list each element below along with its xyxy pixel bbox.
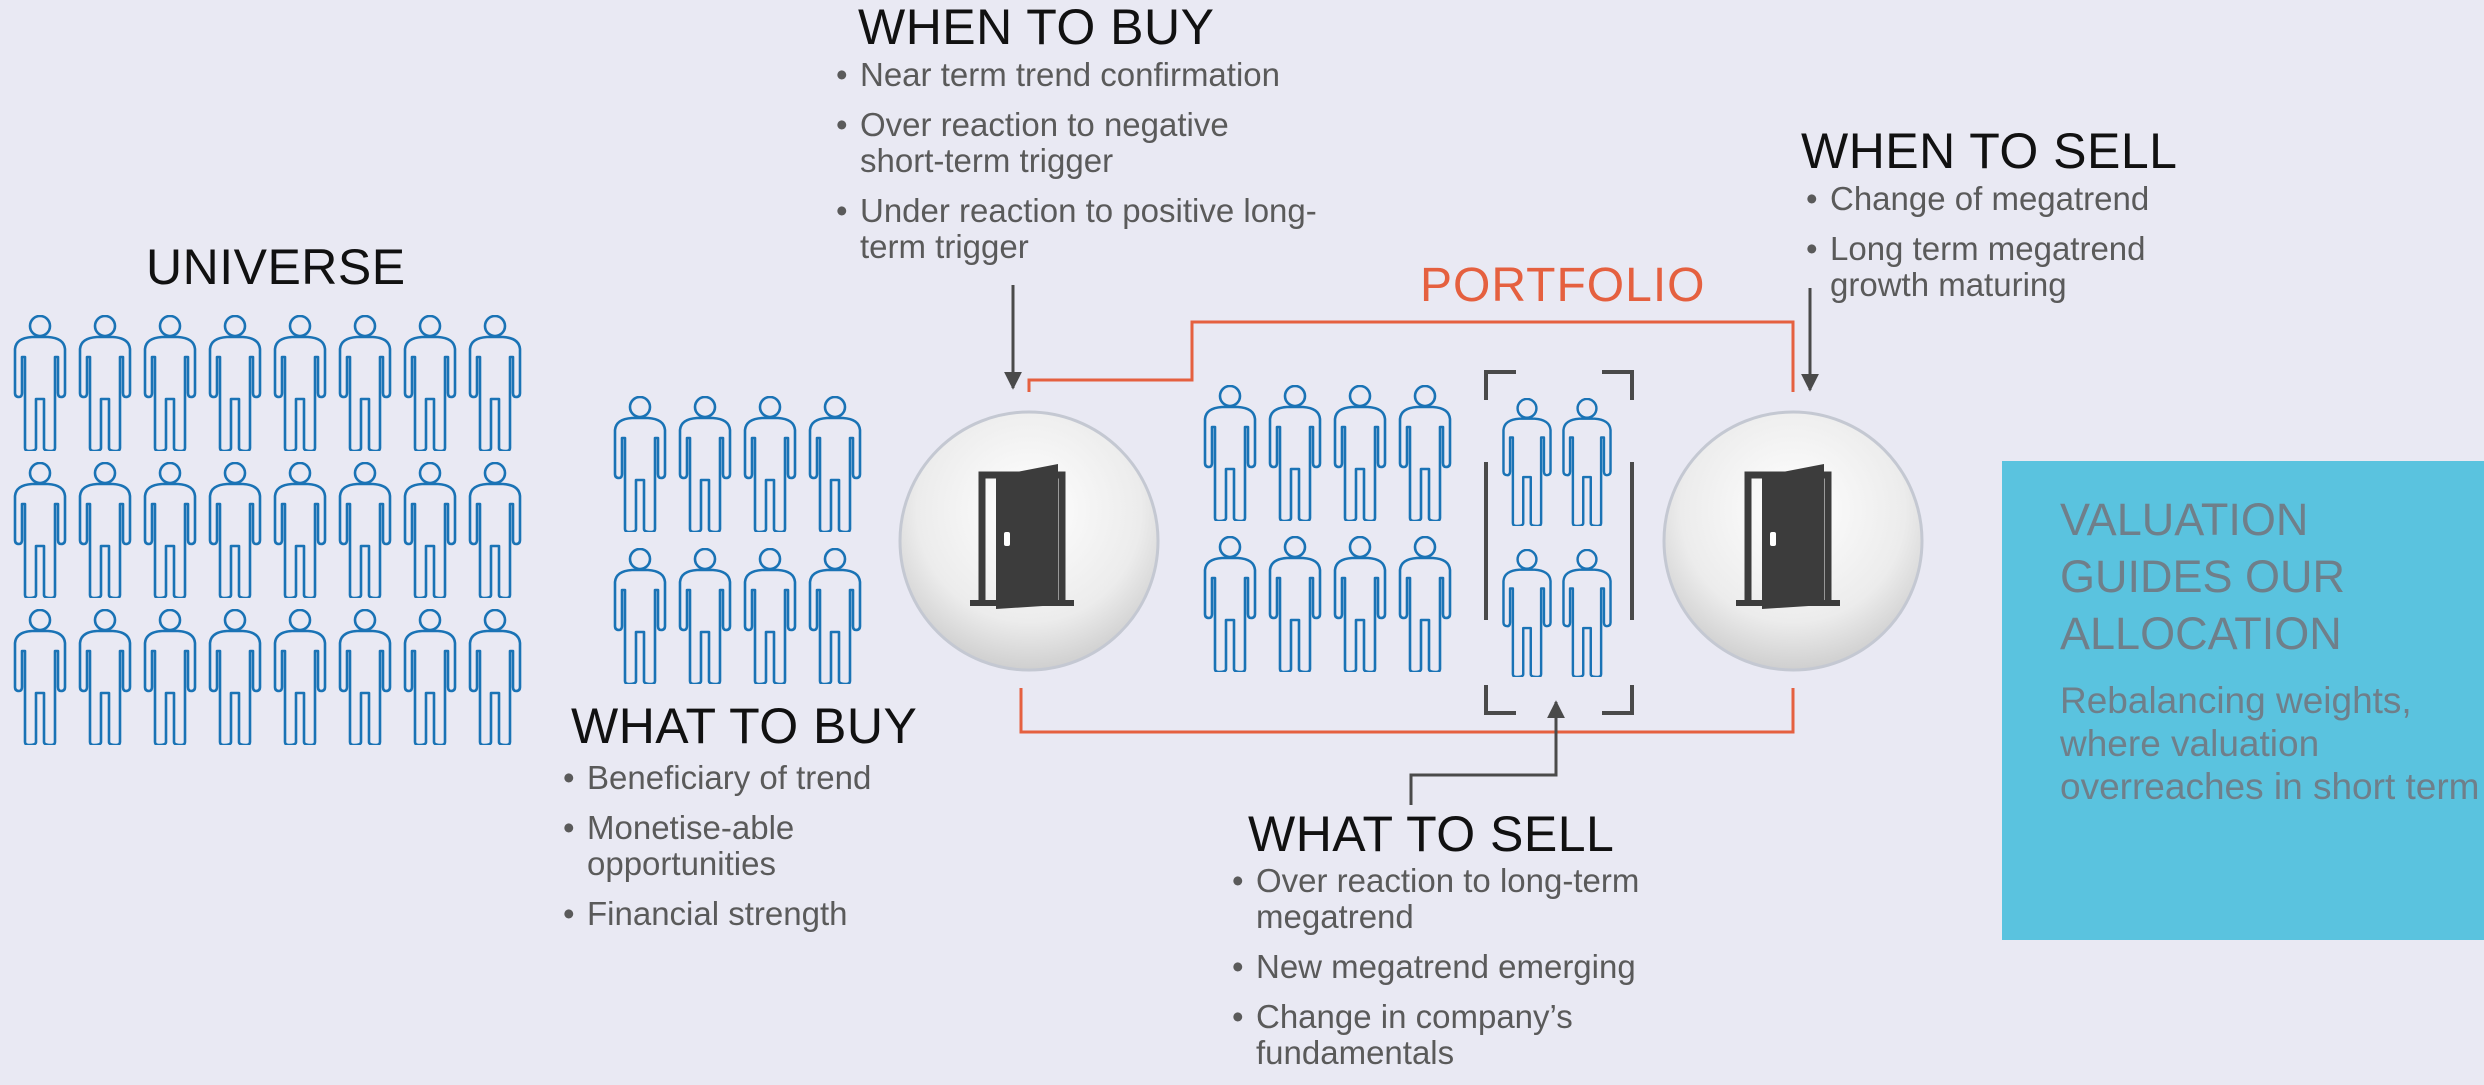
valuation-text: Rebalancing weights, where valuation ove… <box>2060 680 2480 807</box>
portfolio-title: PORTFOLIO <box>1420 259 1706 312</box>
universe-crowd <box>13 315 522 745</box>
sell-candidates-bracket <box>1484 370 1634 715</box>
door-icon <box>970 464 1074 609</box>
what-to-sell-item: Change in company’s fundamentals <box>1232 999 1636 1071</box>
what-to-buy-item: Beneficiary of trend <box>563 760 983 797</box>
portfolio-connector <box>1019 320 1795 734</box>
person-icon <box>403 462 457 598</box>
person-icon <box>468 315 522 451</box>
what-to-sell-item: New megatrend emerging <box>1232 949 1712 986</box>
person-icon <box>1333 385 1387 521</box>
person-icon <box>338 609 392 745</box>
person-icon <box>743 548 797 684</box>
sell-arrow <box>1409 700 1565 805</box>
person-icon <box>13 315 67 451</box>
person-icon <box>403 609 457 745</box>
when-to-buy-list: Near term trend confirmation Over reacti… <box>836 57 1356 279</box>
valuation-callout: VALUATION GUIDES OUR ALLOCATION Rebalanc… <box>2002 461 2484 940</box>
person-icon <box>808 548 862 684</box>
what-to-sell-item: Over reaction to long-term megatrend <box>1232 863 1696 935</box>
when-to-buy-item: Under reaction to positive long-term tri… <box>836 193 1360 265</box>
person-icon <box>1333 536 1387 672</box>
person-icon <box>808 396 862 532</box>
person-icon <box>743 396 797 532</box>
when-to-buy-item: Near term trend confirmation <box>836 57 1356 94</box>
person-icon <box>208 462 262 598</box>
what-to-buy-item: Monetise-able opportunities <box>563 810 847 882</box>
person-icon <box>678 396 732 532</box>
person-icon <box>13 609 67 745</box>
person-icon <box>78 609 132 745</box>
what-to-buy-list: Beneficiary of trend Monetise-able oppor… <box>563 760 983 946</box>
entry-door <box>898 410 1160 672</box>
when-to-buy-item: Over reaction to negative short-term tri… <box>836 107 1300 179</box>
when-to-sell-item: Change of megatrend <box>1806 181 2206 218</box>
person-icon <box>143 462 197 598</box>
valuation-title: VALUATION GUIDES OUR ALLOCATION <box>2060 494 2346 659</box>
what-to-buy-title: WHAT TO BUY <box>571 698 918 754</box>
person-icon <box>468 462 522 598</box>
what-to-sell-list: Over reaction to long-term megatrend New… <box>1232 863 1712 1085</box>
person-icon <box>1562 398 1612 526</box>
person-icon <box>78 462 132 598</box>
person-icon <box>1203 536 1257 672</box>
person-icon <box>1398 536 1452 672</box>
person-icon <box>1562 549 1612 677</box>
person-icon <box>338 462 392 598</box>
person-icon <box>143 315 197 451</box>
person-icon <box>1268 536 1322 672</box>
door-icon <box>1736 464 1840 609</box>
person-icon <box>468 609 522 745</box>
person-icon <box>1203 385 1257 521</box>
sell-candidates-crowd <box>1502 398 1612 677</box>
when-to-sell-title: WHEN TO SELL <box>1801 123 2178 179</box>
portfolio-crowd <box>1203 385 1452 672</box>
person-icon <box>78 315 132 451</box>
what-to-buy-item: Financial strength <box>563 896 983 933</box>
person-icon <box>678 548 732 684</box>
person-icon <box>13 462 67 598</box>
person-icon <box>273 462 327 598</box>
person-icon <box>1502 398 1552 526</box>
when-to-buy-title: WHEN TO BUY <box>858 0 1215 55</box>
universe-title: UNIVERSE <box>146 239 406 295</box>
exit-door <box>1662 410 1924 672</box>
person-icon <box>143 609 197 745</box>
person-icon <box>273 609 327 745</box>
person-icon <box>613 396 667 532</box>
person-icon <box>613 548 667 684</box>
person-icon <box>273 315 327 451</box>
candidate-crowd <box>613 396 862 684</box>
person-icon <box>338 315 392 451</box>
person-icon <box>1502 549 1552 677</box>
what-to-sell-title: WHAT TO SELL <box>1248 806 1615 862</box>
person-icon <box>208 315 262 451</box>
when-to-sell-list: Change of megatrend Long term megatrend … <box>1806 181 2206 317</box>
person-icon <box>403 315 457 451</box>
when-to-sell-item: Long term megatrend growth maturing <box>1806 231 2190 303</box>
person-icon <box>1398 385 1452 521</box>
person-icon <box>1268 385 1322 521</box>
person-icon <box>208 609 262 745</box>
